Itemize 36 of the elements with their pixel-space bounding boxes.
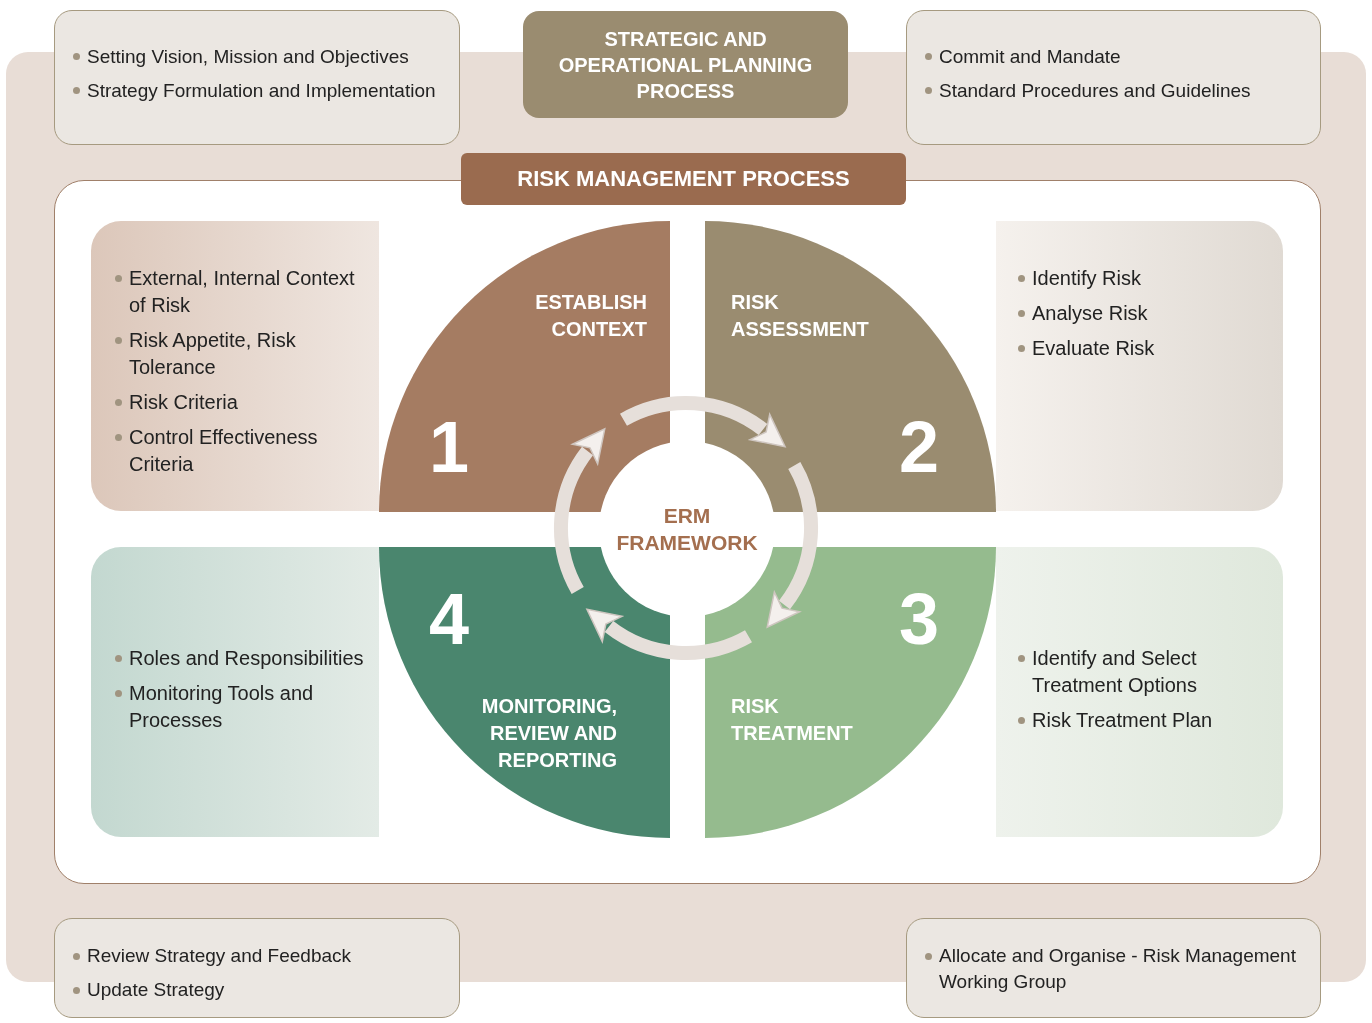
bullet-text: Standard Procedures and Guidelines [923,77,1304,104]
bullet-text: Risk Appetite, Risk Tolerance [113,327,375,381]
note-card [54,10,460,145]
bullet-text: Roles and Responsibilities [113,645,375,672]
quadrant-label: RISK TREATMENT [731,694,854,746]
note-card [906,918,1321,1018]
step-number: 4 [429,583,470,655]
bullet-text: Identify and Select Treatment Options [1016,645,1271,699]
text-panel [91,221,379,511]
bullet-text: Analyse Risk [1016,300,1271,327]
note-card [906,10,1321,145]
quadrant-label: MONITORING, REVIEW AND REPORTING [480,694,617,773]
step-number: 3 [899,583,940,655]
bullet-text: Strategy Formulation and Implementation [71,77,443,104]
text-panel [996,221,1283,511]
bullet-text: External, Internal Context of Risk [113,265,375,319]
text-panel [91,547,379,837]
bullet-text: Review Strategy and Feedback [71,943,443,969]
quadrant-label: ESTABLISH CONTEXT [534,290,647,342]
bullet-text: Commit and Mandate [923,43,1304,70]
step-number: 2 [899,411,940,483]
bullet-text: Risk Treatment Plan [1016,707,1271,734]
title-box: STRATEGIC AND OPERATIONAL PLANNING PROCESS [523,11,848,118]
bullet-text: Control Effectiveness Criteria [113,424,375,478]
note-card [54,918,460,1018]
bullet-text: Risk Criteria [113,389,375,416]
heading-tab: RISK MANAGEMENT PROCESS [461,153,906,205]
quadrant-label: RISK ASSESSMENT [731,290,870,342]
bullet-text: Setting Vision, Mission and Objectives [71,43,443,70]
text-panel [996,547,1283,837]
bullet-text: Identify Risk [1016,265,1271,292]
step-number: 1 [429,411,470,483]
bullet-text: Evaluate Risk [1016,335,1271,362]
bullet-text: Update Strategy [71,977,443,1003]
bullet-text: Monitoring Tools and Processes [113,680,375,734]
bullet-text: Allocate and Organise - Risk Management Working Group [923,943,1304,995]
